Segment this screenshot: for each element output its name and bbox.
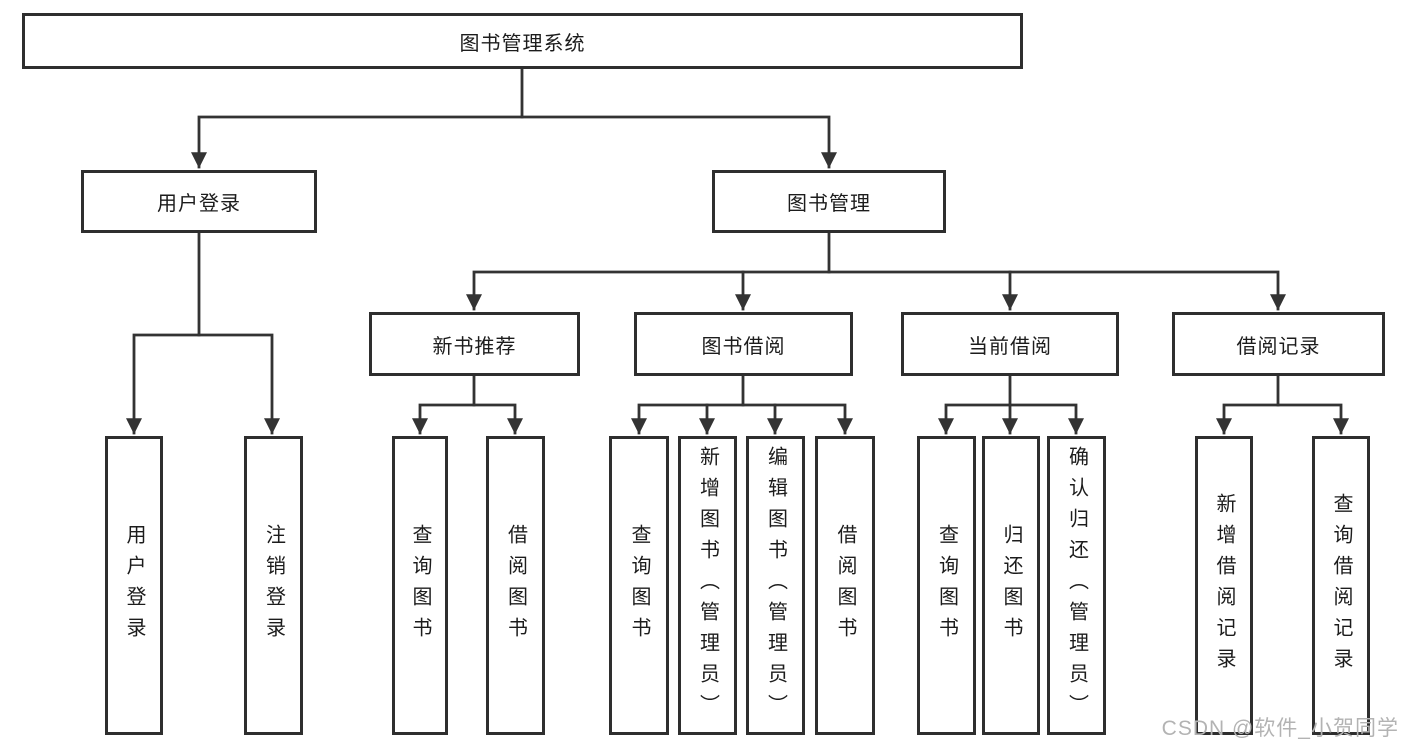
node-current-borrowing: 当前借阅: [901, 312, 1119, 376]
leaf-query-books-borrowing-label: 查询图书: [628, 523, 650, 648]
leaf-borrow-books-borrowing: 借阅图书: [815, 436, 875, 735]
leaf-query-books-current-label: 查询图书: [935, 523, 958, 648]
edge-current-to-query: [938, 374, 1012, 435]
edge-records-to-add: [1216, 374, 1280, 435]
node-root: 图书管理系统: [22, 13, 1023, 69]
node-new-book-recommend-label: 新书推荐: [432, 335, 517, 358]
node-borrowing-records-label: 借阅记录: [1236, 335, 1321, 358]
leaf-query-books-recommend-label: 查询图书: [409, 523, 431, 648]
node-new-book-recommend: 新书推荐: [369, 312, 580, 376]
leaf-borrow-books-recommend: 借阅图书: [486, 436, 545, 735]
leaf-add-book-admin: 新增图书（管理员）: [678, 436, 737, 735]
leaf-borrow-books-borrowing-label: 借阅图书: [834, 523, 856, 648]
leaf-add-borrow-record-label: 新增借阅记录: [1213, 492, 1235, 679]
node-book-borrowing-label: 图书借阅: [701, 335, 786, 358]
leaf-logout-label: 注销登录: [262, 523, 285, 648]
edge-recommend-to-borrow: [472, 403, 523, 435]
leaf-user-login-label: 用户登录: [123, 523, 145, 648]
csdn-watermark: CSDN @软件_小贺同学: [1161, 717, 1399, 740]
leaf-confirm-return-admin-label: 确认归还（管理员）: [1065, 446, 1088, 725]
leaf-return-book-label: 归还图书: [1000, 523, 1022, 648]
leaf-return-book: 归还图书: [982, 436, 1040, 735]
edge-userlogin-to-logout: [197, 333, 280, 435]
node-user-login-label: 用户登录: [157, 193, 241, 215]
edge-mgmt-to-recommend: [466, 231, 831, 311]
edge-userlogin-to-login: [126, 231, 201, 435]
node-book-borrowing: 图书借阅: [634, 312, 853, 376]
node-user-login: 用户登录: [81, 170, 317, 233]
edge-borrowing-to-query: [631, 374, 745, 435]
edge-mgmt-to-records: [827, 270, 1286, 311]
leaf-borrow-books-recommend-label: 借阅图书: [504, 523, 527, 648]
node-current-borrowing-label: 当前借阅: [968, 335, 1052, 358]
node-borrowing-records: 借阅记录: [1172, 312, 1385, 376]
leaf-add-book-admin-label: 新增图书（管理员）: [696, 446, 719, 725]
leaf-user-login: 用户登录: [105, 436, 163, 735]
leaf-edit-book-admin-label: 编辑图书（管理员）: [764, 446, 787, 725]
leaf-logout: 注销登录: [244, 436, 303, 735]
leaf-query-books-recommend: 查询图书: [392, 436, 448, 735]
edge-records-to-query: [1276, 403, 1349, 435]
leaf-edit-book-admin: 编辑图书（管理员）: [746, 436, 805, 735]
node-book-management-label: 图书管理: [787, 193, 871, 215]
edge-borrowing-to-borrow: [741, 403, 853, 435]
leaf-query-borrow-record: 查询借阅记录: [1312, 436, 1370, 735]
leaf-confirm-return-admin: 确认归还（管理员）: [1047, 436, 1106, 735]
leaf-query-books-borrowing: 查询图书: [609, 436, 669, 735]
leaf-query-borrow-record-label: 查询借阅记录: [1330, 492, 1352, 679]
node-root-label: 图书管理系统: [459, 32, 586, 55]
edge-root-to-book-management: [520, 115, 837, 169]
edge-current-to-confirm: [1008, 403, 1084, 435]
leaf-add-borrow-record: 新增借阅记录: [1195, 436, 1253, 735]
edge-root-to-user-login: [191, 67, 524, 169]
node-book-management: 图书管理: [712, 170, 946, 233]
leaf-query-books-current: 查询图书: [917, 436, 976, 735]
edge-recommend-to-query: [412, 374, 476, 435]
